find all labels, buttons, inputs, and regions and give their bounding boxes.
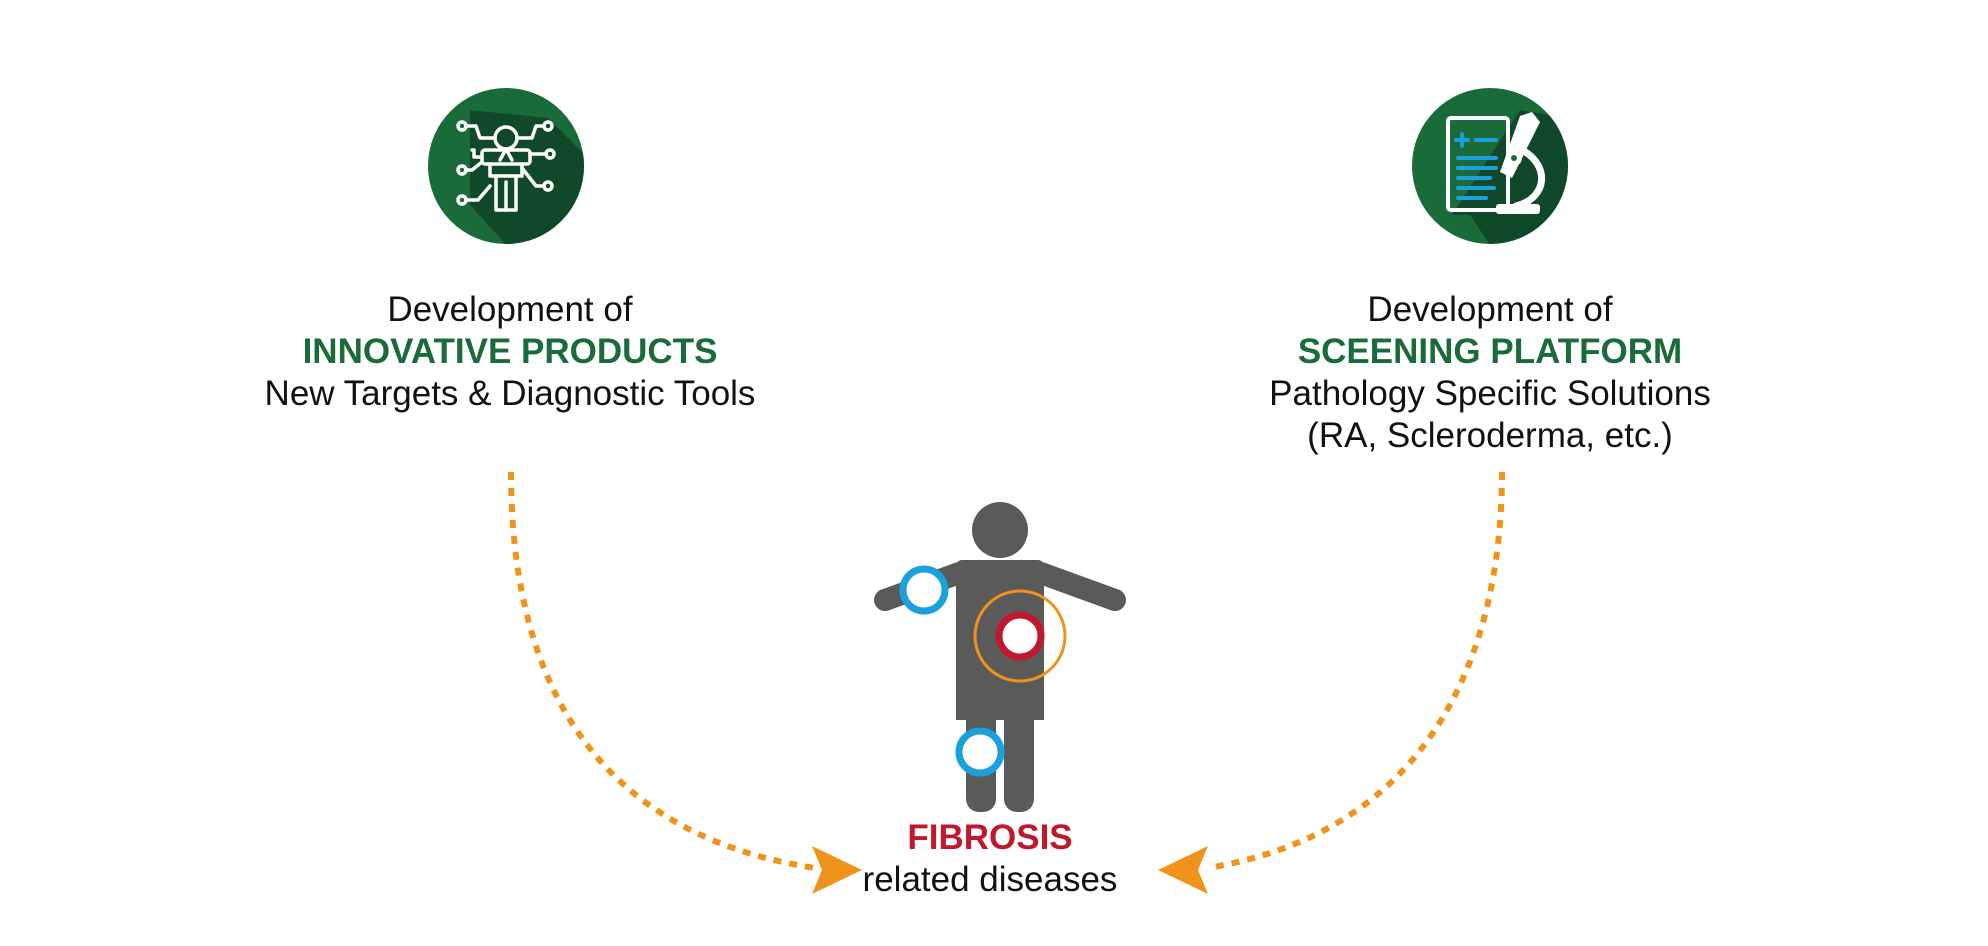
right-arrow xyxy=(1158,471,1505,894)
right-highlight: SCEENING PLATFORM xyxy=(1297,332,1683,371)
left-line-1: Development of xyxy=(387,290,633,329)
shoulder-joint-marker xyxy=(899,565,949,615)
person-network-icon xyxy=(428,88,584,244)
fibrosis-text: FIBROSIS related diseases xyxy=(800,817,1180,901)
innovative-products-text: Development of INNOVATIVE PRODUCTS New T… xyxy=(230,289,790,415)
right-line-4: (RA, Scleroderma, etc.) xyxy=(1307,416,1673,455)
screening-platform-text: Development of SCEENING PLATFORM Patholo… xyxy=(1210,289,1770,457)
fibrosis-subtitle: related diseases xyxy=(862,860,1118,899)
right-line-1: Development of xyxy=(1367,290,1613,329)
left-line-3: New Targets & Diagnostic Tools xyxy=(264,374,756,413)
knee-joint-marker xyxy=(955,727,1005,777)
fibrosis-title: FIBROSIS xyxy=(907,818,1073,857)
organ-marker xyxy=(973,589,1067,683)
left-highlight: INNOVATIVE PRODUCTS xyxy=(302,332,718,371)
left-arrow xyxy=(508,471,862,894)
right-line-3: Pathology Specific Solutions xyxy=(1269,374,1711,413)
clipboard-microscope-icon xyxy=(1412,88,1568,244)
